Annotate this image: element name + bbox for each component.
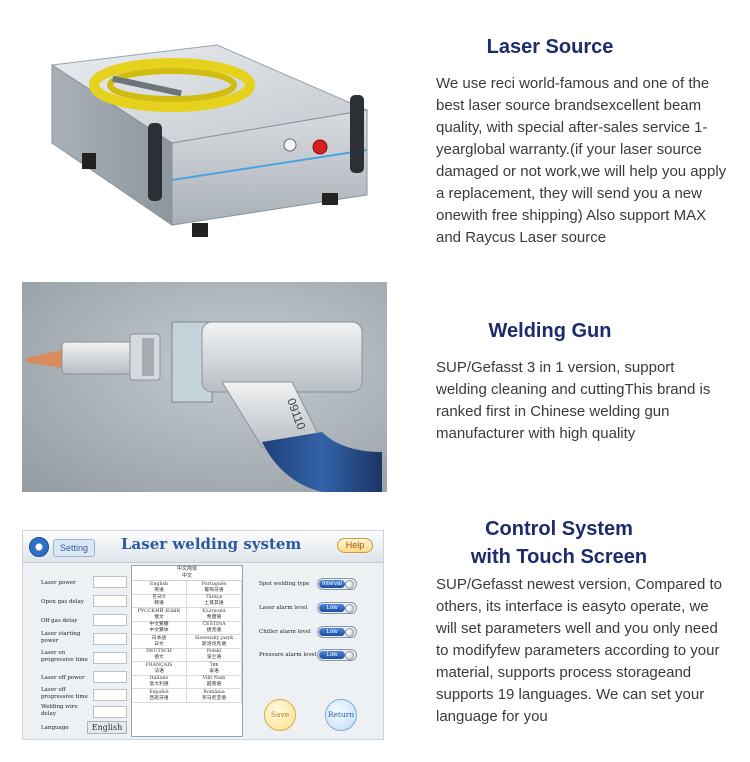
label-language: Language <box>41 725 69 731</box>
gear-icon <box>29 537 49 557</box>
laser-source-description: We use reci world-famous and one of the … <box>436 75 727 246</box>
welding-gun-description: SUP/Gefasst 3 in 1 version, support weld… <box>436 359 711 442</box>
label-laser-off-power: Laser off power <box>41 675 85 681</box>
label-chiller-alarm-level: Chiller alarm level <box>259 629 311 635</box>
save-button: Save <box>264 699 296 731</box>
field-laser-starting-power <box>93 633 127 645</box>
label-laser-on-progressive-time: Laser on progressive time <box>41 650 88 663</box>
field-laser-on-progressive-time <box>93 652 127 664</box>
label-welding-wire-delay: Welding wire delay <box>41 704 78 717</box>
control-panel-header: Setting Laser welding system Help <box>23 531 383 563</box>
control-panel-title: Laser welding system <box>121 535 302 553</box>
field-welding-wire-delay <box>93 706 127 718</box>
return-button: Return <box>325 699 357 731</box>
label-laser-starting-power: Laser starting power <box>41 631 81 644</box>
label-pressure-alarm-level: Pressure alarm level <box>259 652 317 658</box>
language-list-header: 中文简体 中文 <box>132 566 242 581</box>
field-laser-power <box>93 576 127 588</box>
control-panel-image: Setting Laser welding system Help Laser … <box>22 530 384 740</box>
laser-source-title: Laser Source <box>486 36 614 58</box>
field-open-gas-delay <box>93 595 127 607</box>
language-option: 中文繁體中文繁体 <box>132 621 187 635</box>
toggle-spot-welding-type: Interval <box>317 578 357 590</box>
toggle-chiller-alarm-level: Low <box>317 626 357 638</box>
toggle-laser-alarm-level: Low <box>317 602 357 614</box>
language-option: 日本語日文 <box>132 635 187 649</box>
label-laser-power: Laser power <box>41 580 76 586</box>
language-option: ไทย泰语 <box>187 662 242 676</box>
control-system-title: Control System with Touch Screen <box>470 518 648 568</box>
welding-gun-image: 09110 <box>22 282 387 492</box>
toggle-pressure-alarm-level: Low <box>317 649 357 661</box>
label-laser-off-progressive-time: Laser off progressive time <box>41 687 88 700</box>
control-system-description: SUP/Gefasst newest version, Compared to … <box>436 576 722 725</box>
language-button: English <box>87 721 127 734</box>
field-laser-off-power <box>93 671 127 683</box>
label-spot-welding-type: Spot welding type <box>259 581 310 587</box>
label-off-gas-delay: Off gas delay <box>41 618 78 624</box>
field-off-gas-delay <box>93 614 127 626</box>
field-laser-off-progressive-time <box>93 689 127 701</box>
laser-source-drawing <box>50 44 369 237</box>
help-button: Help <box>337 538 373 553</box>
welding-gun-title: Welding Gun <box>488 320 612 342</box>
label-laser-alarm-level: Laser alarm level <box>259 605 308 611</box>
setting-tab: Setting <box>53 539 95 557</box>
label-open-gas-delay: Open gas delay <box>41 599 84 605</box>
welding-gun-drawing: 09110 <box>26 321 382 492</box>
laser-source-image <box>22 25 387 250</box>
